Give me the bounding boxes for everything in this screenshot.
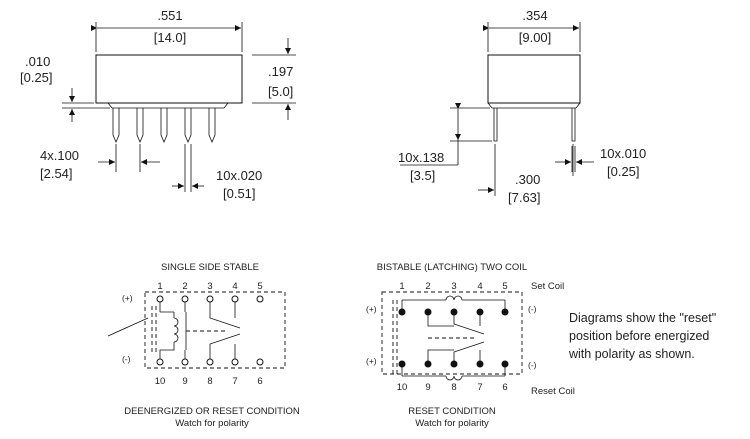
single-pin-7: 7	[232, 376, 237, 387]
width-in: .354	[522, 8, 547, 23]
side-pin-right	[571, 108, 576, 142]
bistable-sub: Watch for polarity	[415, 418, 489, 429]
side-view: .354 [9.00] 10x.138 [3.5] .300 [7.63] 10…	[398, 8, 646, 205]
single-side-stable-diagram: SINGLE SIDE STABLE 1 2 3 4 5 10 9 8 7 6 …	[107, 262, 300, 429]
set-coil-icon	[401, 295, 506, 309]
bi-pin-6: 6	[502, 382, 507, 393]
single-outline	[144, 291, 286, 369]
single-minus: (-)	[122, 354, 131, 364]
bi-pin-9: 9	[425, 382, 430, 393]
pin-length-in: 10x.138	[398, 150, 444, 165]
pitch-mm: [2.54]	[40, 166, 73, 181]
length-mm: [14.0]	[154, 30, 187, 45]
pin-width-mm: [0.51]	[223, 186, 256, 201]
single-pin-8: 8	[207, 376, 212, 387]
single-plus: (+)	[122, 293, 133, 303]
bistable-pins	[398, 308, 509, 368]
length-in: .551	[157, 8, 182, 23]
single-caption: DEENERGIZED OR RESET CONDITION	[124, 406, 300, 417]
bi-pin-2: 2	[425, 281, 430, 292]
relay-body-front	[95, 54, 243, 104]
single-pin-6: 6	[257, 376, 262, 387]
note-line-2: position before energized	[569, 329, 709, 343]
row-spacing-in: .300	[515, 172, 540, 187]
row-spacing-mm: [7.63]	[508, 190, 541, 205]
front-pins	[112, 108, 216, 144]
single-pin-10: 10	[155, 376, 166, 387]
pitch-in: 4x.100	[40, 148, 79, 163]
bistable-outline	[381, 291, 523, 375]
reset-coil-icon	[401, 367, 506, 381]
single-contact-top	[184, 302, 241, 329]
single-title: SINGLE SIDE STABLE	[161, 262, 259, 273]
single-sub: Watch for polarity	[175, 418, 249, 429]
bi-contact-bottom	[427, 341, 485, 361]
pin-thickness-mm: [0.25]	[607, 164, 640, 179]
note-line-3: with polarity as shown.	[568, 347, 695, 361]
set-coil-label: Set Coil	[531, 281, 564, 292]
bi-pin-10: 10	[397, 382, 408, 393]
reset-coil-label: Reset Coil	[531, 386, 575, 397]
single-pin-3: 3	[207, 281, 212, 292]
bi-plus-top: (+)	[366, 304, 377, 314]
bi-pin-4: 4	[477, 281, 482, 292]
bi-pin-8: 8	[451, 382, 456, 393]
bi-pin-1: 1	[399, 281, 404, 292]
single-contact-bottom	[184, 333, 241, 359]
bi-pin-7: 7	[477, 382, 482, 393]
single-pin-9: 9	[182, 376, 187, 387]
height-mm: [5.0]	[268, 84, 293, 99]
bi-plus-bottom: (+)	[366, 356, 377, 366]
bi-pin-5: 5	[502, 281, 507, 292]
bi-contact-top	[427, 315, 485, 335]
bi-minus-bottom: (-)	[528, 360, 537, 370]
bistable-diagram: BISTABLE (LATCHING) TWO COIL 1 2 3 4 5 1…	[366, 262, 575, 429]
bi-pin-3: 3	[451, 281, 456, 292]
diagram-note: Diagrams show the "reset" position befor…	[568, 311, 716, 361]
pin-thickness-in: 10x.010	[600, 146, 646, 161]
lead-in: .010	[25, 54, 50, 69]
lead-mm: [0.25]	[20, 70, 53, 85]
bistable-title: BISTABLE (LATCHING) TWO COIL	[377, 262, 527, 273]
single-coil	[159, 302, 179, 359]
single-pin-4: 4	[232, 281, 237, 292]
pin-width-in: 10x.020	[216, 168, 262, 183]
body-standoff	[96, 102, 242, 109]
pin-length-mm: [3.5]	[410, 168, 435, 183]
single-pin-2: 2	[182, 281, 187, 292]
height-in: .197	[268, 64, 293, 79]
note-line-1: Diagrams show the "reset"	[569, 311, 716, 325]
front-view: .551 [14.0] .197 [5.0] .010 [0.25] 4x.10…	[20, 8, 296, 201]
side-pin-left	[493, 108, 498, 142]
single-pin-1: 1	[157, 281, 162, 292]
bi-minus-top: (-)	[528, 304, 537, 314]
bistable-caption: RESET CONDITION	[408, 406, 496, 417]
single-pin-5: 5	[257, 281, 262, 292]
relay-body-side	[487, 54, 581, 104]
single-pins	[156, 295, 264, 366]
width-mm: [9.00]	[519, 30, 552, 45]
